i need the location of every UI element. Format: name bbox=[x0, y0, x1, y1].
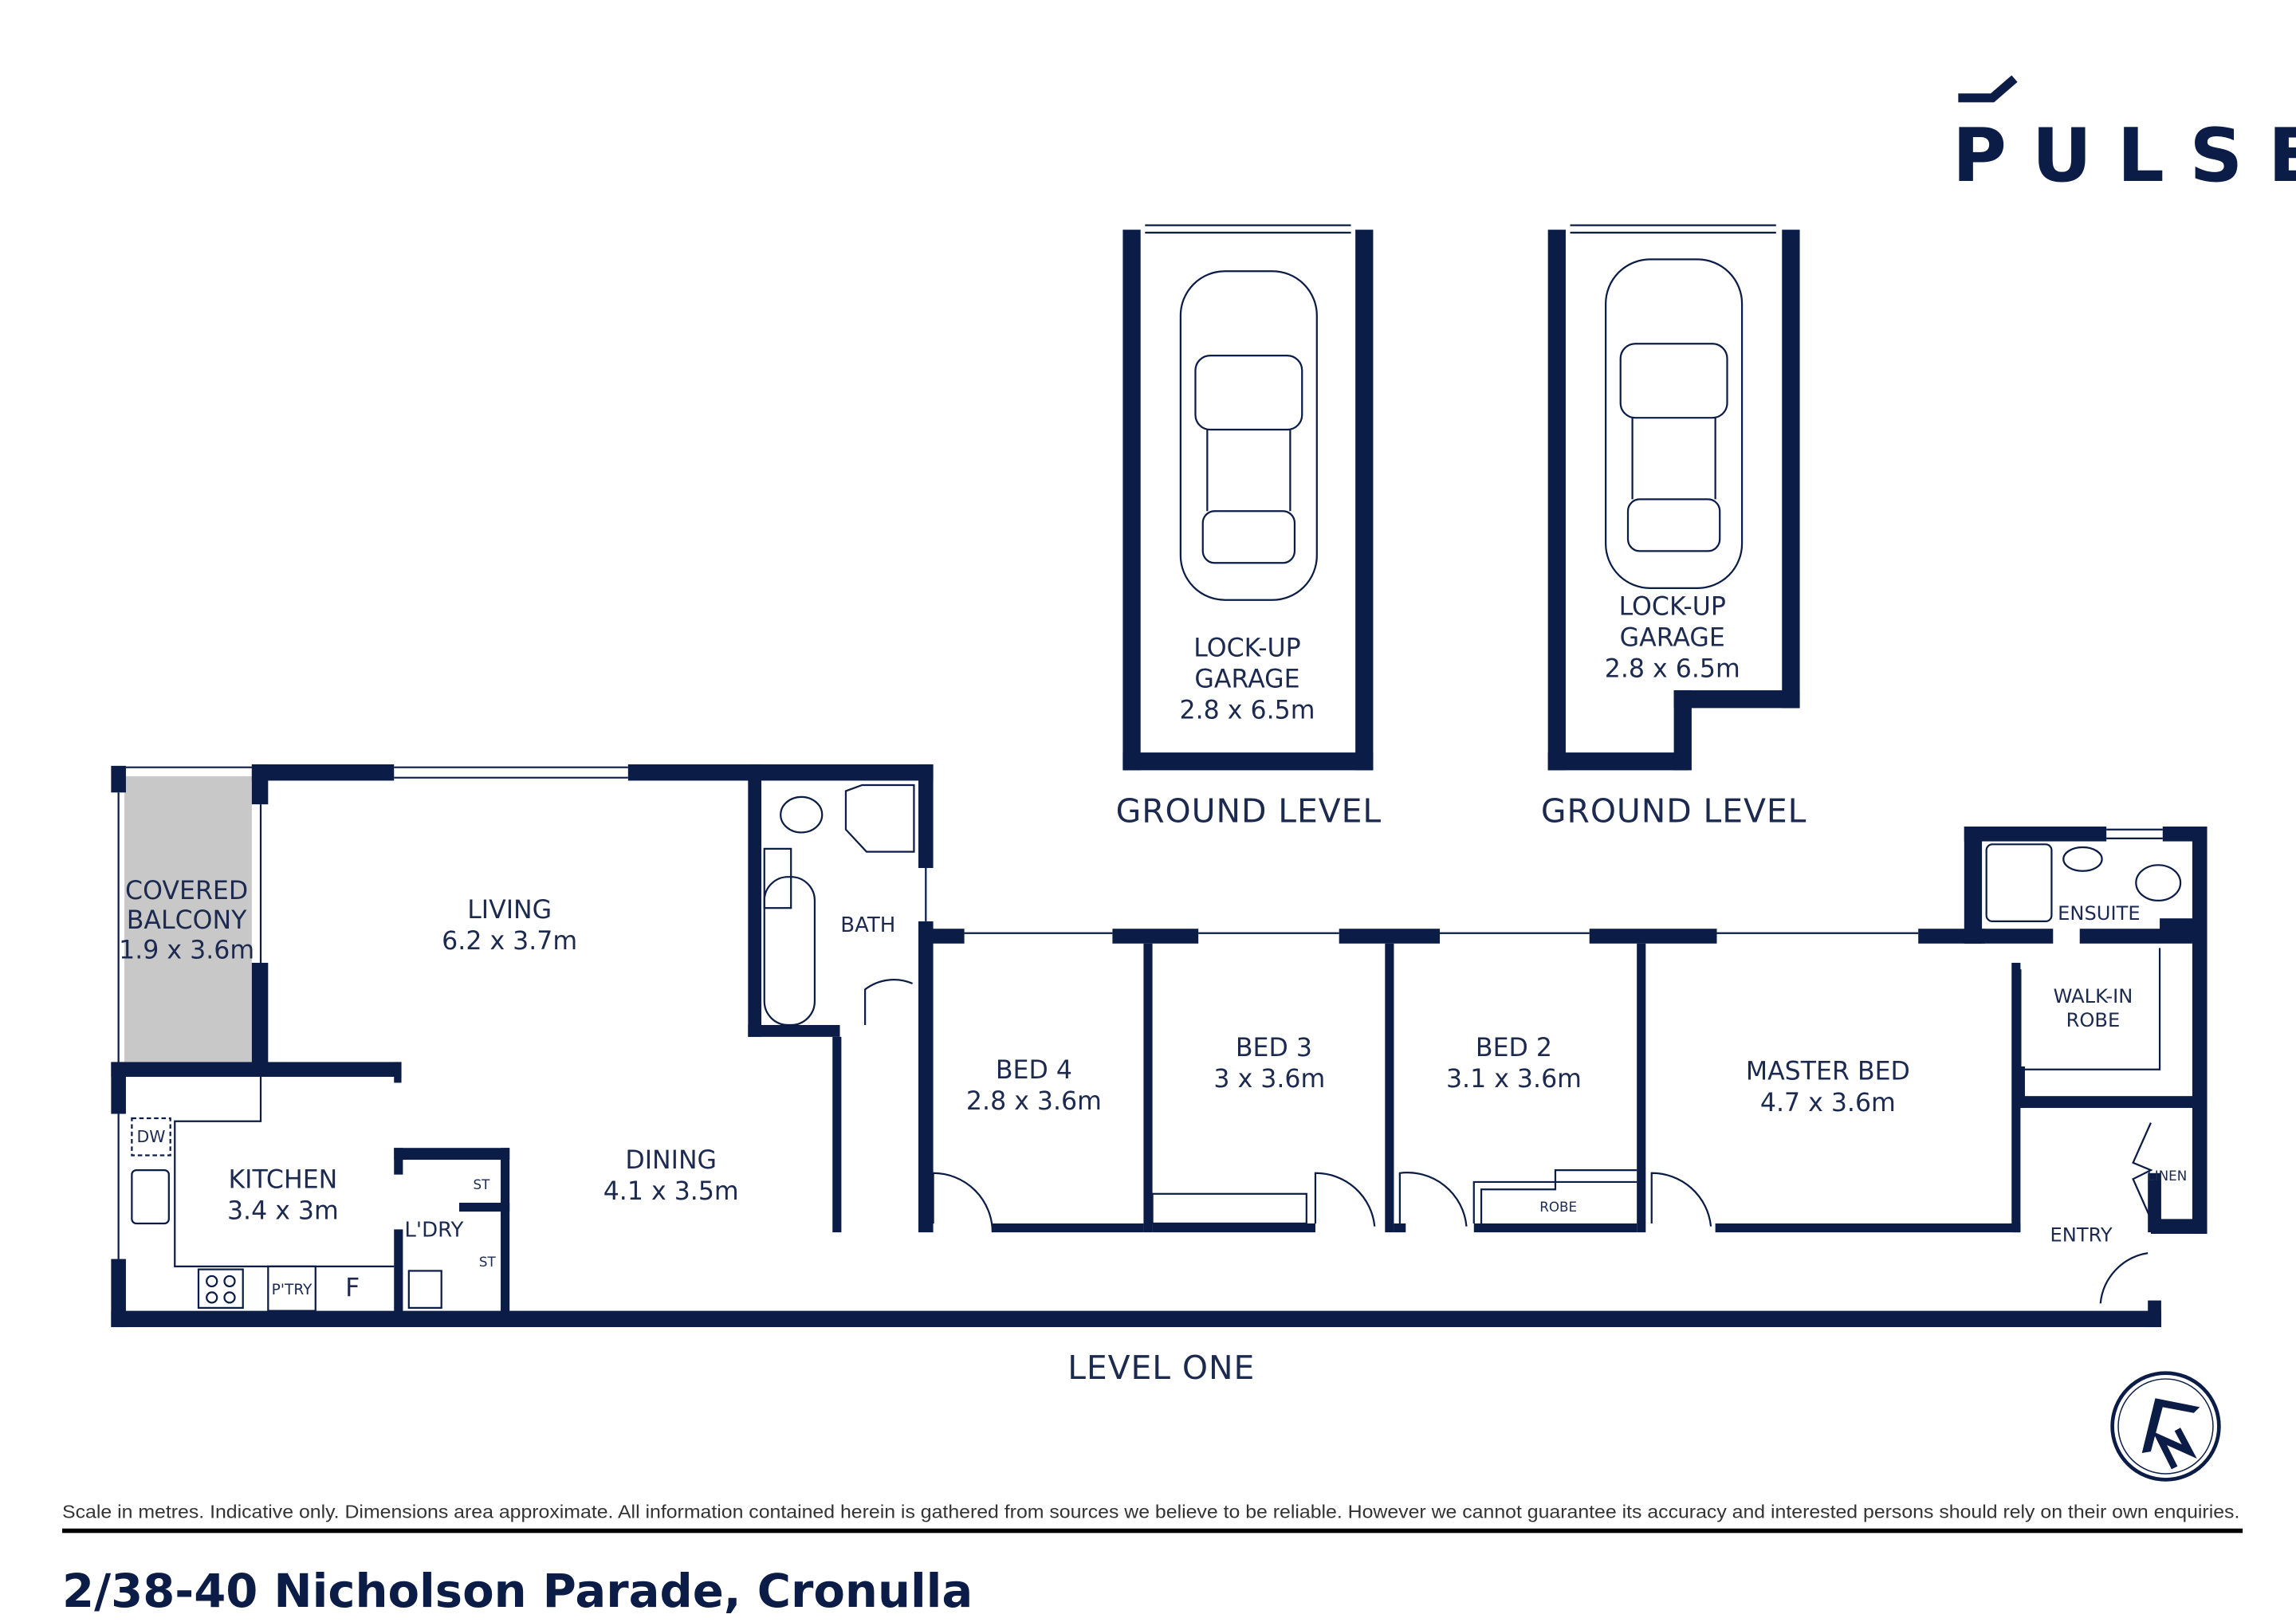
room-label: BATH bbox=[840, 913, 895, 937]
room-label: GARAGE bbox=[1620, 623, 1725, 652]
pulse-logo: PULSE bbox=[1952, 75, 2296, 198]
room-label: 3.1 x 3.6m bbox=[1446, 1065, 1582, 1094]
footer-divider bbox=[62, 1528, 2243, 1534]
room-label: BALCONY bbox=[127, 906, 247, 935]
room-label: 4.7 x 3.6m bbox=[1760, 1089, 1896, 1117]
room-label: 3 x 3.6m bbox=[1213, 1065, 1325, 1094]
room-label: KITCHEN bbox=[228, 1165, 337, 1194]
room-label: 3.4 x 3m bbox=[227, 1196, 339, 1225]
room-label: LINEN bbox=[2147, 1168, 2187, 1184]
garage-2: LOCK-UP GARAGE 2.8 x 6.5m GROUND LEVEL bbox=[1541, 224, 1807, 830]
room-label: PULSE bbox=[1952, 112, 2296, 198]
room-label: 2.8 x 3.6m bbox=[966, 1087, 1102, 1116]
room-label: MASTER BED bbox=[1746, 1058, 1910, 1086]
room-label: 2.8 x 6.5m bbox=[1180, 696, 1315, 725]
room-label: GARAGE bbox=[1194, 665, 1299, 693]
property-address: 2/38-40 Nicholson Parade, Cronulla bbox=[62, 1565, 973, 1618]
room-label: ST bbox=[479, 1254, 497, 1270]
room-label: P'TRY bbox=[272, 1282, 313, 1298]
room-label: BED 3 bbox=[1236, 1034, 1312, 1062]
room-label: ROBE bbox=[2066, 1009, 2121, 1031]
room-label: GROUND LEVEL bbox=[1541, 791, 1807, 830]
room-label: LEVEL ONE bbox=[1067, 1349, 1255, 1387]
room-label: BED 4 bbox=[996, 1056, 1072, 1085]
room-label: F bbox=[345, 1274, 360, 1302]
level-one-plan: DW P'TRY F KITCHEN 3.4 x 3m ST ST L'DRY … bbox=[111, 764, 2208, 1387]
room-label: COVERED bbox=[125, 877, 248, 905]
room-label: L'DRY bbox=[404, 1219, 463, 1243]
room-label: WALK-IN bbox=[2054, 985, 2133, 1007]
car-icon bbox=[1605, 258, 1744, 589]
room-label: 4.1 x 3.5m bbox=[603, 1177, 739, 1206]
balcony-fill bbox=[124, 776, 252, 1062]
north-arrow-icon bbox=[2110, 1371, 2221, 1482]
disclaimer: Scale in metres. Indicative only. Dimens… bbox=[62, 1502, 2239, 1522]
room-label: BED 2 bbox=[1476, 1034, 1552, 1062]
room-label: LIVING bbox=[467, 896, 552, 925]
garage-1: LOCK-UP GARAGE 2.8 x 6.5m GROUND LEVEL bbox=[1116, 224, 1382, 830]
room-label: LOCK-UP bbox=[1619, 592, 1726, 621]
room-label: ENTRY bbox=[2050, 1223, 2113, 1246]
room-label: DW bbox=[137, 1127, 166, 1146]
car-icon bbox=[1179, 270, 1318, 601]
room-label: ROBE bbox=[1539, 1199, 1577, 1215]
room-label: 2.8 x 6.5m bbox=[1605, 654, 1740, 683]
room-label: DINING bbox=[625, 1146, 717, 1175]
room-label: GROUND LEVEL bbox=[1116, 791, 1382, 830]
room-label: ENSUITE bbox=[2058, 902, 2140, 925]
room-label: LOCK-UP bbox=[1193, 634, 1300, 662]
room-label: ST bbox=[473, 1176, 490, 1192]
room-label: 6.2 x 3.7m bbox=[442, 927, 577, 956]
room-label: 1.9 x 3.6m bbox=[119, 936, 254, 964]
